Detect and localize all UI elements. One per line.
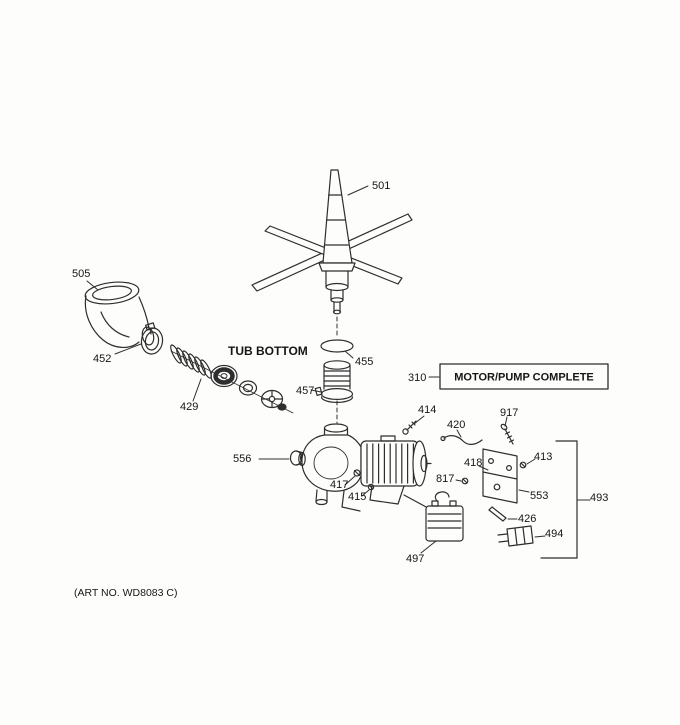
callout-426: 426 — [518, 513, 536, 525]
pin-426 — [488, 506, 507, 522]
callout-413: 413 — [534, 451, 552, 463]
callout-310: 310 — [408, 372, 426, 384]
seal-kit-429 — [170, 344, 294, 414]
callout-494: 494 — [545, 528, 563, 540]
wire-link-420 — [440, 435, 483, 445]
coupling-457 — [314, 360, 354, 403]
screw-414 — [402, 420, 417, 435]
callout-420: 420 — [447, 419, 465, 431]
inlet-housing-505 — [84, 281, 155, 348]
connector-494 — [497, 525, 534, 547]
spray-arm-assembly — [251, 169, 413, 315]
callout-417: 417 — [330, 479, 348, 491]
callout-457: 457 — [296, 385, 314, 397]
callout-505: 505 — [72, 268, 90, 280]
callout-415: 415 — [348, 491, 366, 503]
tub-bottom-label: TUB BOTTOM — [228, 344, 308, 358]
motor-pump-complete-box — [439, 363, 609, 390]
bracket-plate-553 — [482, 448, 518, 504]
motor-pump-complete-label: MOTOR/PUMP COMPLETE — [454, 372, 594, 384]
callout-497: 497 — [406, 553, 424, 565]
callout-553: 553 — [530, 490, 548, 502]
screw-417 — [353, 469, 361, 477]
screw-917 — [500, 423, 515, 445]
mount-bracket-493 — [540, 440, 578, 559]
callout-414: 414 — [418, 404, 436, 416]
screw-415 — [367, 483, 375, 491]
screw-413 — [519, 461, 527, 469]
callout-493: 493 — [590, 492, 608, 504]
callout-452: 452 — [93, 353, 111, 365]
leader-lines — [86, 185, 591, 554]
callout-418: 418 — [464, 457, 482, 469]
gasket-455 — [320, 339, 354, 353]
callout-labels: 501 505 452 429 TUB BOTTOM 455 457 310 M… — [72, 180, 608, 599]
callout-817: 817 — [436, 473, 454, 485]
solenoid-497 — [425, 491, 464, 542]
art-number: (ART NO. WD8083 C) — [74, 587, 177, 599]
screw-817 — [461, 477, 469, 485]
callout-455: 455 — [355, 356, 373, 368]
callout-917: 917 — [500, 407, 518, 419]
clamp-452 — [140, 322, 164, 355]
callout-556: 556 — [233, 453, 251, 465]
pump-motor-assembly — [298, 423, 432, 512]
callout-429: 429 — [180, 401, 198, 413]
callout-501: 501 — [372, 180, 390, 192]
